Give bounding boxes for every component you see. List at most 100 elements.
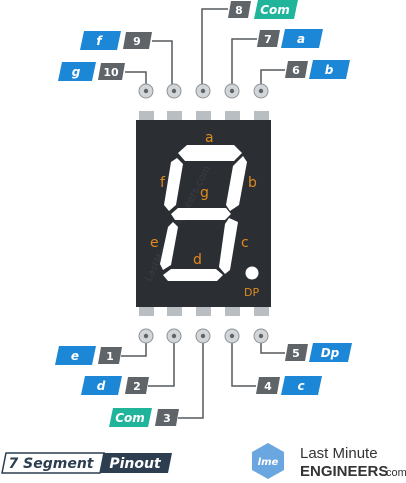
segment-c — [219, 218, 238, 274]
label-f: f — [160, 175, 166, 191]
segment-tag-badge — [58, 62, 96, 81]
pin-4-label: 4 c — [256, 376, 322, 395]
segment-labels: a b c d e f g DP — [150, 130, 259, 299]
bottom-pads — [138, 328, 269, 344]
pin-number: 5 — [292, 347, 300, 360]
pin-number-badge — [123, 32, 152, 49]
segment-tag-badge — [281, 29, 323, 48]
wire-pin-4 — [231, 336, 256, 387]
segment-tag: a — [297, 32, 305, 46]
pad-pin-4 — [224, 328, 240, 344]
segments — [160, 145, 259, 281]
segment-tag: Dp — [321, 346, 340, 360]
common-tag-badge — [254, 0, 298, 19]
wire-pin-3 — [178, 336, 204, 419]
title-banner: 7 Segment Pinout — [1, 452, 172, 474]
label-e: e — [150, 235, 159, 251]
pin-number: 9 — [133, 35, 141, 48]
pad-pin-6 — [253, 83, 269, 99]
brand-suffix: .com — [383, 467, 406, 479]
pin-number: 7 — [264, 33, 272, 46]
pin-number: 10 — [103, 66, 119, 79]
brand-line-2: ENGINEERS — [300, 463, 388, 480]
pin-number-badge — [256, 377, 280, 394]
pin-5-label: 5 Dp — [285, 343, 352, 362]
segment-b — [226, 156, 247, 211]
pin-number-badge — [98, 63, 125, 80]
segment-a — [178, 145, 242, 161]
common-tag: Com — [260, 3, 290, 17]
wire-pin-9 — [152, 40, 173, 90]
title-left: 7 Segment — [9, 456, 95, 472]
pad-pin-9 — [166, 83, 182, 99]
top-wires — [125, 8, 285, 90]
pin-7-label: 7 a — [257, 29, 323, 48]
pin-number-badge — [228, 1, 251, 18]
pad-pin-3 — [195, 328, 211, 344]
brand-logo: lme Last Minute ENGINEERS .com — [252, 443, 406, 480]
pin-number: 8 — [235, 4, 243, 17]
segment-tag: c — [297, 379, 304, 393]
pin-number-badge — [257, 30, 280, 47]
brand-line-1: Last Minute — [300, 445, 378, 462]
segment-tag: d — [97, 379, 106, 393]
pin-number: 1 — [106, 350, 114, 363]
pin-2-label: 2 d — [81, 376, 149, 395]
segment-f — [164, 158, 183, 211]
pin-number: 3 — [163, 412, 171, 425]
segment-tag-badge — [309, 60, 350, 79]
segment-tag: f — [96, 34, 103, 48]
pin-leads — [139, 111, 269, 316]
pin-6-label: 6 b — [285, 60, 350, 79]
pad-pin-8 — [195, 83, 211, 99]
pad-pin-7 — [224, 83, 240, 99]
top-pads — [138, 83, 269, 99]
wire-pin-6 — [260, 69, 285, 90]
wire-pin-8 — [201, 8, 228, 90]
common-tag: Com — [115, 411, 145, 425]
segment-d — [163, 269, 223, 281]
wire-pin-7 — [231, 38, 257, 90]
pin-number-badge — [125, 377, 149, 394]
logo-hexagon — [252, 443, 284, 479]
segment-tag-badge — [81, 376, 122, 395]
label-b: b — [248, 175, 257, 191]
pin-number-badge — [98, 347, 122, 364]
segment-tag-badge — [309, 343, 352, 362]
label-g: g — [200, 185, 209, 201]
wire-pin-2 — [148, 336, 175, 387]
pad-pin-5 — [253, 328, 269, 344]
pad-pin-2 — [166, 328, 182, 344]
pin-number: 4 — [264, 380, 272, 393]
pin-9-label: 9 f — [80, 31, 152, 50]
label-c: c — [241, 235, 249, 251]
label-dp: DP — [244, 286, 259, 299]
pin-number: 6 — [292, 64, 300, 77]
pin-1-label: 1 e — [55, 346, 122, 365]
segment-tag-badge — [281, 376, 322, 395]
pin-number-badge — [285, 61, 308, 78]
pin-3-label: 3 Com — [109, 408, 179, 427]
title-right-box — [100, 453, 172, 473]
logo-text: lme — [258, 457, 279, 468]
pin-8-label: 8 Com — [228, 0, 298, 19]
pin-number-badge — [155, 409, 179, 426]
segment-tag-badge — [80, 31, 121, 50]
pad-pin-10 — [138, 83, 154, 99]
segment-tag: b — [325, 63, 334, 77]
segment-dp — [245, 266, 259, 280]
pin-number: 2 — [133, 380, 141, 393]
segment-tag: g — [72, 65, 81, 79]
label-d: d — [193, 252, 202, 268]
segment-g — [171, 208, 231, 220]
common-tag-badge — [109, 408, 152, 427]
label-a: a — [205, 130, 214, 146]
segment-e — [160, 222, 178, 270]
title-right: Pinout — [109, 456, 162, 472]
pin-number-badge — [285, 344, 308, 361]
segment-tag: e — [71, 349, 79, 363]
pin-10-label: 10 g — [58, 62, 125, 81]
segment-tag-badge — [55, 346, 96, 365]
pad-pin-1 — [138, 328, 154, 344]
